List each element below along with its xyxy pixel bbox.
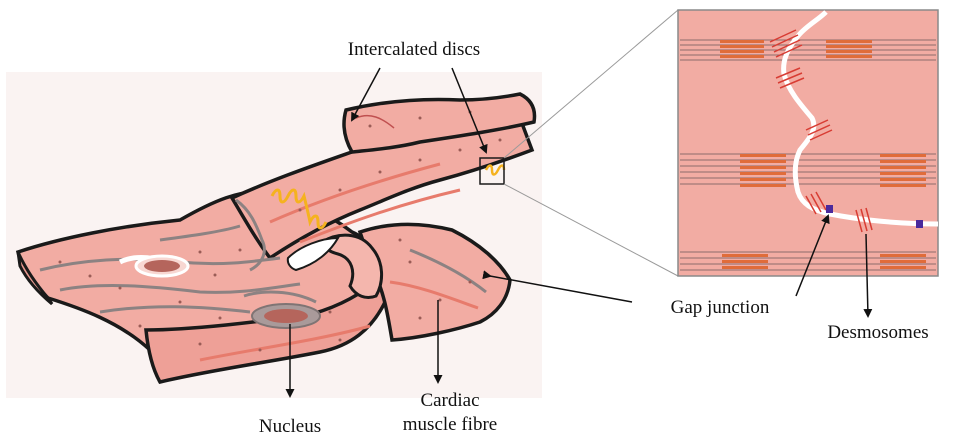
label-nucleus: Nucleus <box>259 416 321 437</box>
label-cardiac-line1: Cardiac <box>420 390 479 411</box>
gap-junction-marker-1 <box>826 205 833 213</box>
intercalated-disc-inset <box>678 10 938 276</box>
label-desmosomes: Desmosomes <box>827 322 928 343</box>
gap-junction-marker-2 <box>916 220 923 228</box>
nucleus-lower <box>252 304 320 328</box>
label-gap-junction: Gap junction <box>671 297 770 318</box>
label-cardiac-line2: muscle fibre <box>403 414 497 435</box>
label-intercalated-discs: Intercalated discs <box>348 39 480 60</box>
nucleus-upper <box>136 256 188 276</box>
